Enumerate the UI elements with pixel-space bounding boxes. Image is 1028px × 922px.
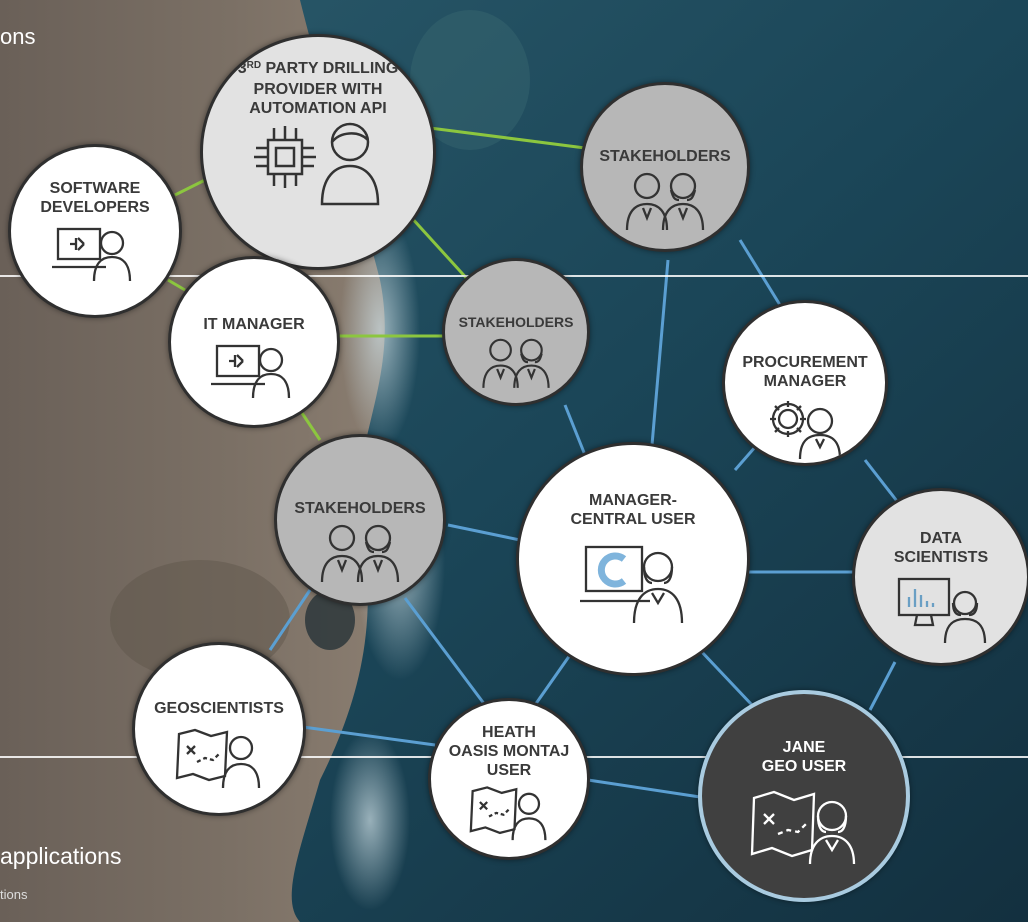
two-people-icon: [482, 338, 550, 388]
node-label: GEOSCIENTISTS: [154, 700, 284, 717]
bottom-subtitle: tions: [0, 887, 28, 902]
node-it-manager[interactable]: IT MANAGER: [168, 256, 340, 428]
chip-person-icon: [254, 122, 380, 206]
map-person-icon: [750, 790, 856, 865]
node-label: DATA SCIENTISTS: [893, 530, 989, 566]
node-label: IT MANAGER: [203, 316, 305, 333]
node-stakeholders-mid[interactable]: STAKEHOLDERS: [442, 258, 590, 406]
laptop-person-icon: [52, 227, 132, 282]
edge-geo-heath: [302, 725, 436, 747]
edge-stakeholders-top-procurement: [738, 239, 782, 306]
node-software-developers[interactable]: SOFTWARE DEVELOPERS: [8, 144, 182, 318]
node-label: JANE GEO USER: [761, 739, 847, 775]
map-person-icon: [175, 728, 261, 789]
node-procurement-manager[interactable]: PROCUREMENT MANAGER: [722, 300, 888, 466]
node-manager-central-user[interactable]: MANAGER- CENTRAL USER: [516, 442, 750, 676]
laptop-person-icon: [211, 344, 291, 399]
edge-provider-stakeholders-top: [429, 126, 586, 150]
node-label: MANAGER- CENTRAL USER: [570, 492, 696, 528]
bottom-title: applications: [0, 843, 122, 869]
laptop-c-person-icon: [580, 545, 684, 624]
node-drilling-provider[interactable]: 3RD PARTY DRILLING PROVIDER WITH AUTOMAT…: [200, 34, 436, 270]
node-stakeholders-left[interactable]: STAKEHOLDERS: [274, 434, 446, 606]
node-data-scientists[interactable]: DATA SCIENTISTS: [852, 488, 1028, 666]
node-label: STAKEHOLDERS: [294, 500, 426, 517]
edge-data-jane: [868, 661, 897, 711]
corner-title-fragment: ons: [0, 24, 36, 49]
edge-stakeholders-left-central: [447, 523, 521, 542]
edge-stakeholders-left-geo: [268, 589, 312, 651]
node-label: STAKEHOLDERS: [458, 314, 574, 330]
edge-procurement-data: [863, 459, 902, 506]
edge-stakeholders-top-central: [650, 259, 670, 446]
node-label: PROCUREMENT MANAGER: [742, 354, 868, 390]
edge-stakeholders-left-heath: [403, 597, 487, 706]
edge-heath-jane: [587, 778, 701, 799]
edge-central-heath: [533, 654, 572, 706]
node-label: HEATH OASIS MONTAJ USER: [448, 724, 570, 779]
node-label: SOFTWARE DEVELOPERS: [40, 180, 150, 216]
two-people-icon: [625, 172, 705, 231]
node-label: 3RD PARTY DRILLING PROVIDER WITH AUTOMAT…: [237, 60, 399, 117]
node-geoscientists[interactable]: GEOSCIENTISTS: [132, 642, 306, 816]
edge-stakeholders-mid-central: [563, 404, 587, 456]
edge-developers-it-manager: [167, 278, 186, 292]
edge-central-jane: [698, 648, 754, 707]
gear-person-icon: [770, 401, 842, 460]
node-jane-geo-user[interactable]: JANE GEO USER: [698, 690, 910, 902]
monitor-chart-person-icon: [897, 577, 987, 644]
edge-it-manager-stakeholders-left: [298, 409, 322, 441]
node-stakeholders-top[interactable]: STAKEHOLDERS: [580, 82, 750, 252]
two-people-icon: [320, 524, 400, 583]
node-label: STAKEHOLDERS: [599, 148, 731, 165]
node-heath-oasis-montaj-user[interactable]: HEATH OASIS MONTAJ USER: [428, 698, 590, 860]
map-person-icon: [469, 786, 547, 841]
